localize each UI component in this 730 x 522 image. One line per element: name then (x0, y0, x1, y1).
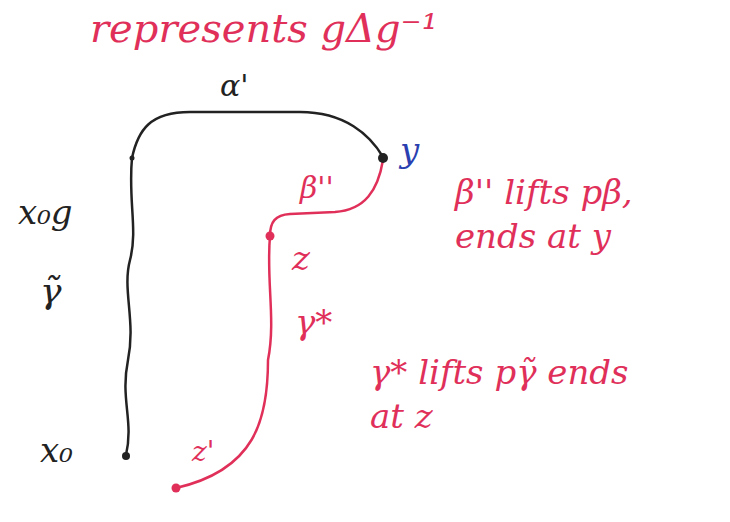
point-name: x₀ (40, 428, 73, 472)
heading-note: represents gΔg⁻¹ (90, 2, 438, 54)
point-name: z' (192, 434, 214, 470)
point-z-prime (172, 484, 181, 493)
annotation-note: β'' lifts pβ, ends at y (455, 170, 705, 258)
path-name: γ* (295, 300, 332, 344)
path-name: α' (220, 66, 249, 105)
gamma-star-path (176, 236, 271, 488)
path-name: γ̃ (40, 268, 62, 315)
point-y (378, 153, 388, 163)
point-x0g (130, 156, 135, 161)
beta-lift-path (270, 160, 383, 236)
alpha-path (132, 112, 383, 158)
path-name: β'' (300, 168, 334, 207)
point-x0 (122, 452, 130, 460)
point-z (266, 232, 275, 241)
annotation-note: γ* lifts pγ̃ ends at z (370, 350, 630, 438)
point-name: z (292, 236, 310, 280)
gamma-tilde-path (125, 158, 133, 455)
point-name: y (400, 128, 419, 172)
point-name: x₀g (18, 190, 73, 234)
